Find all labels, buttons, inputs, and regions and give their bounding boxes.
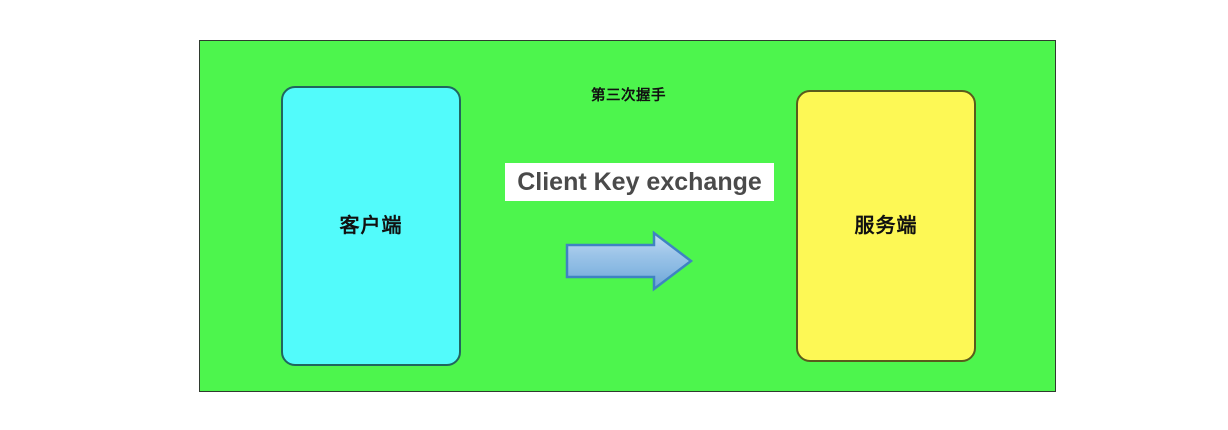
server-node-label: 服务端 — [854, 215, 918, 237]
page-title: 第三次握手 — [591, 88, 666, 104]
right-arrow-icon — [565, 230, 694, 292]
handshake-step-container: 第三次握手 客户端 服务端 Client Key exchange — [199, 40, 1056, 392]
client-node-label: 客户端 — [339, 215, 403, 237]
message-label-text: Client Key exchange — [517, 167, 762, 196]
server-node-box: 服务端 — [796, 90, 976, 362]
client-node-box: 客户端 — [281, 86, 461, 366]
message-label: Client Key exchange — [505, 163, 774, 201]
arrow-shape — [565, 230, 694, 292]
